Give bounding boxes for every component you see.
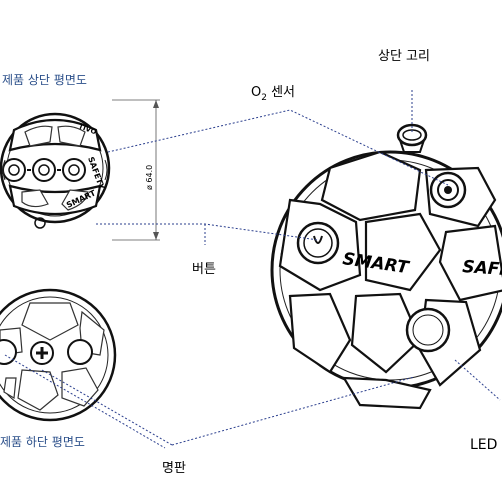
bottom-view-ball xyxy=(0,288,117,422)
led-label: LED xyxy=(470,437,497,453)
nameplate-label: 명판 xyxy=(162,461,186,476)
o2-sensor-label: O2 센서 xyxy=(251,85,295,103)
dimension-marker: ø 64.0 xyxy=(112,99,160,241)
top-view-label: 제품 상단 평면도 xyxy=(2,73,87,87)
bottom-view-label: 제품 하단 평면도 xyxy=(0,435,85,449)
main-ball: SMART SAFETY xyxy=(270,123,502,410)
top-view-ball: TIVO SAFETY SMART xyxy=(0,112,111,229)
top-ring-label: 상단 고리 xyxy=(378,49,430,64)
dimension-label: ø 64.0 xyxy=(145,165,154,190)
button-label: 버튼 xyxy=(192,262,216,277)
leader-lines xyxy=(4,90,501,449)
